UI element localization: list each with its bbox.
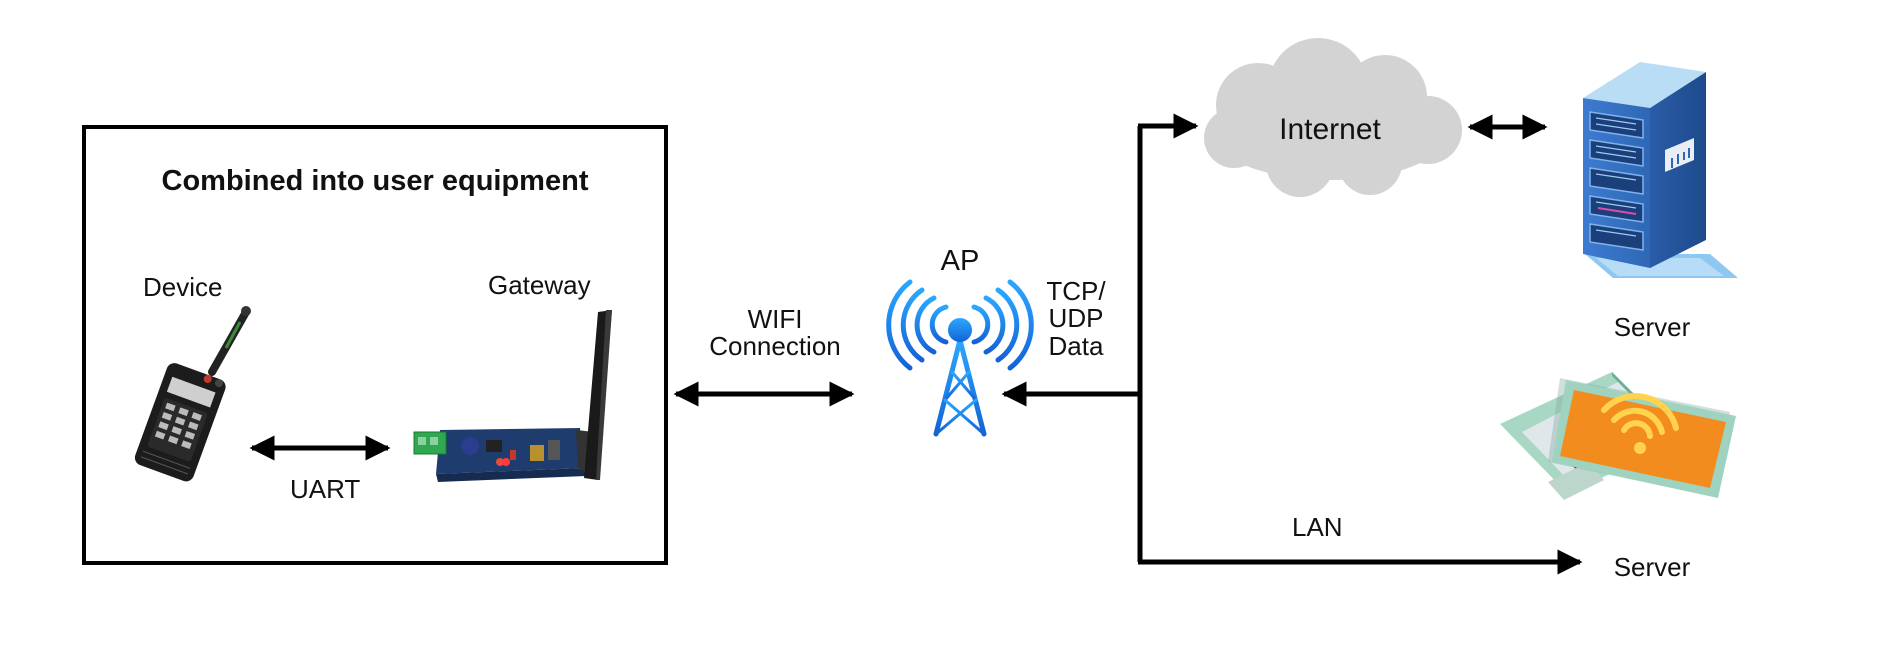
radio-tower-icon [886,279,1034,437]
gateway-board-icon [413,310,612,482]
server-bottom-label: Server [1613,552,1691,582]
tcp-label-line3: Data [1048,330,1104,361]
internet-label: Internet [1279,113,1381,146]
cloud-icon [1204,38,1462,197]
tcp-label-line1: TCP/ [1046,276,1106,306]
device-label: Device [143,272,223,302]
box-title: Combined into user equipment [161,165,589,197]
wifi-label-line2: Connection [709,331,841,362]
tcp-udp-label: TCP/ UDP Data [1034,276,1118,361]
user-equipment-box [82,125,668,565]
lan-label: LAN [1292,512,1343,542]
server-rack-icon [1583,62,1738,278]
walkie-talkie-icon [134,306,251,482]
gateway-label: Gateway [488,270,591,300]
wifi-connection-label: WIFI Connection [700,304,850,362]
ap-label: AP [940,245,980,277]
ap-beacon-icon [948,318,972,342]
tcp-label-line2: UDP [1048,303,1104,334]
wifi-label-line1: WIFI [747,304,803,334]
server-top-label: Server [1613,312,1691,342]
uart-label: UART [290,474,361,504]
laptop-wifi-icon [1500,372,1736,500]
